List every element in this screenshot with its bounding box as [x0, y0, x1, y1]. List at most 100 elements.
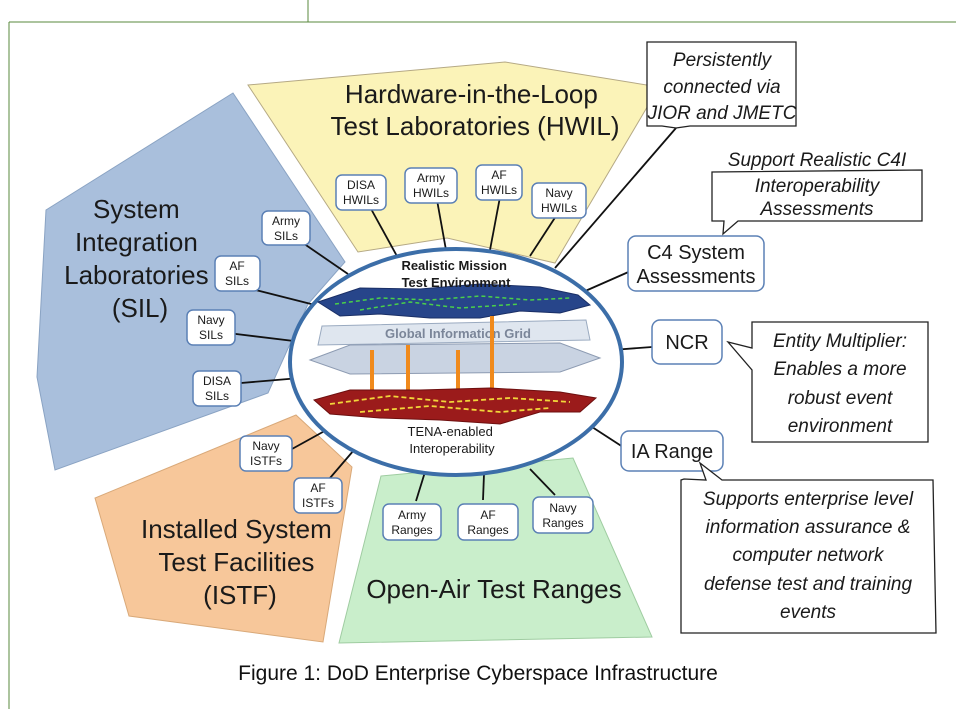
army-hwils-box	[404, 167, 458, 204]
c4i-line-3: Assessments	[760, 199, 874, 220]
c4i-callout	[711, 169, 923, 236]
army-ranges-box	[382, 503, 442, 541]
terrain-layer	[308, 342, 602, 375]
c4i-line-2: Interoperability	[755, 176, 881, 197]
af-ranges-line-1: AF	[480, 508, 495, 522]
grid-layer-label: Global Information Grid	[385, 326, 531, 341]
sil-label-line-3: Laboratories	[64, 260, 209, 290]
page-frame	[8, 0, 956, 709]
ia-callout-text: Supports enterprise level information ass…	[703, 489, 914, 623]
disa-sils-box	[192, 370, 242, 407]
ia-callout-line-5: events	[780, 602, 836, 623]
center-bottom-text: TENA-enabled Interoperability	[408, 424, 497, 456]
sil-label-line-1: System	[93, 194, 180, 224]
orange-link-arrows	[370, 316, 494, 395]
entity-line-2: Enables a more	[773, 359, 906, 380]
ia-range-label: IA Range	[631, 441, 713, 463]
center-bottom-line-2: Interoperability	[409, 441, 495, 456]
af-istfs-line-1: AF	[310, 481, 325, 495]
navy-ranges-line-1: Navy	[549, 501, 576, 515]
ncr-box	[651, 319, 723, 365]
army-sils-line-1: Army	[272, 214, 300, 228]
army-sils-line-2: SILs	[274, 229, 298, 243]
entity-line-4: environment	[788, 416, 893, 437]
navy-sils-box	[186, 309, 236, 346]
navy-ranges-line-2: Ranges	[542, 516, 583, 530]
istf-label-line-2: Test Facilities	[158, 547, 314, 577]
disa-sils-line-1: DISA	[203, 374, 231, 388]
navy-hwils-line-2: HWILs	[541, 201, 577, 215]
blue-map-network	[334, 295, 571, 311]
hwil-label-line-2: Test Laboratories (HWIL)	[331, 111, 620, 141]
center-title-line-2: Test Environment	[402, 275, 512, 290]
ia-range-box	[620, 430, 724, 472]
ia-line-1: IA Range	[631, 441, 713, 463]
navy-ranges-box	[532, 496, 594, 534]
ranges-label-line-1: Open-Air Test Ranges	[366, 574, 621, 604]
army-hwils-line-2: HWILs	[413, 186, 449, 200]
ia-callout-line-4: defense test and training	[704, 574, 913, 595]
c4-line-2: Assessments	[637, 266, 756, 288]
af-sils-line-1: AF	[229, 259, 244, 273]
af-istfs-box	[293, 477, 343, 514]
af-istfs-line-2: ISTFs	[302, 496, 334, 510]
right-boxes	[620, 235, 765, 472]
sil-label-line-4: (SIL)	[112, 293, 168, 323]
navy-hwils-line-1: Navy	[545, 186, 572, 200]
sil-sector-label: System Integration Laboratories (SIL)	[64, 194, 216, 323]
hwil-label-line-1: Hardware-in-the-Loop	[345, 79, 598, 109]
af-sils-line-2: SILs	[225, 274, 249, 288]
c4-system-box	[627, 235, 765, 292]
entity-callout	[726, 321, 929, 443]
disa-hwils-box	[335, 174, 387, 211]
istf-sector-label: Installed System Test Facilities (ISTF)	[141, 514, 339, 610]
ia-callout-line-2: information assurance &	[706, 517, 911, 538]
c4i-line-1: Support Realistic C4I	[728, 150, 907, 171]
callout-shapes	[646, 41, 937, 634]
army-sils-box	[261, 210, 311, 246]
af-ranges-box	[457, 503, 519, 541]
red-map-layer	[312, 387, 598, 425]
ncr-label: NCR	[665, 332, 708, 354]
sil-label-line-2: Integration	[75, 227, 198, 257]
small-boxes	[186, 164, 594, 541]
center-bottom-line-1: TENA-enabled	[408, 424, 493, 439]
army-hwils-line-1: Army	[417, 171, 445, 185]
map-layers-graphic: Global Information Grid	[308, 283, 602, 425]
ia-callout	[680, 461, 937, 634]
jior-line-3: JIOR and JMETC	[647, 103, 797, 124]
navy-istfs-line-1: Navy	[252, 439, 279, 453]
center-title: Realistic Mission Test Environment	[401, 258, 511, 290]
sil-sector	[36, 92, 346, 471]
army-ranges-line-1: Army	[398, 508, 426, 522]
navy-sils-line-1: Navy	[197, 313, 224, 327]
center-title-line-1: Realistic Mission	[401, 258, 507, 273]
istf-label-line-1: Installed System	[141, 514, 332, 544]
disa-hwils-line-2: HWILs	[343, 193, 379, 207]
ia-callout-line-3: computer network	[732, 545, 885, 566]
af-sils-box	[214, 255, 261, 292]
jior-line-1: Persistently	[673, 50, 773, 71]
red-map-network	[329, 395, 571, 413]
navy-istfs-box	[239, 435, 293, 472]
ia-callout-line-1: Supports enterprise level	[703, 489, 914, 510]
af-hwils-box	[475, 164, 523, 201]
ncr-line-1: NCR	[665, 332, 708, 354]
navy-istfs-line-2: ISTFs	[250, 454, 282, 468]
blue-map-layer	[316, 283, 592, 319]
